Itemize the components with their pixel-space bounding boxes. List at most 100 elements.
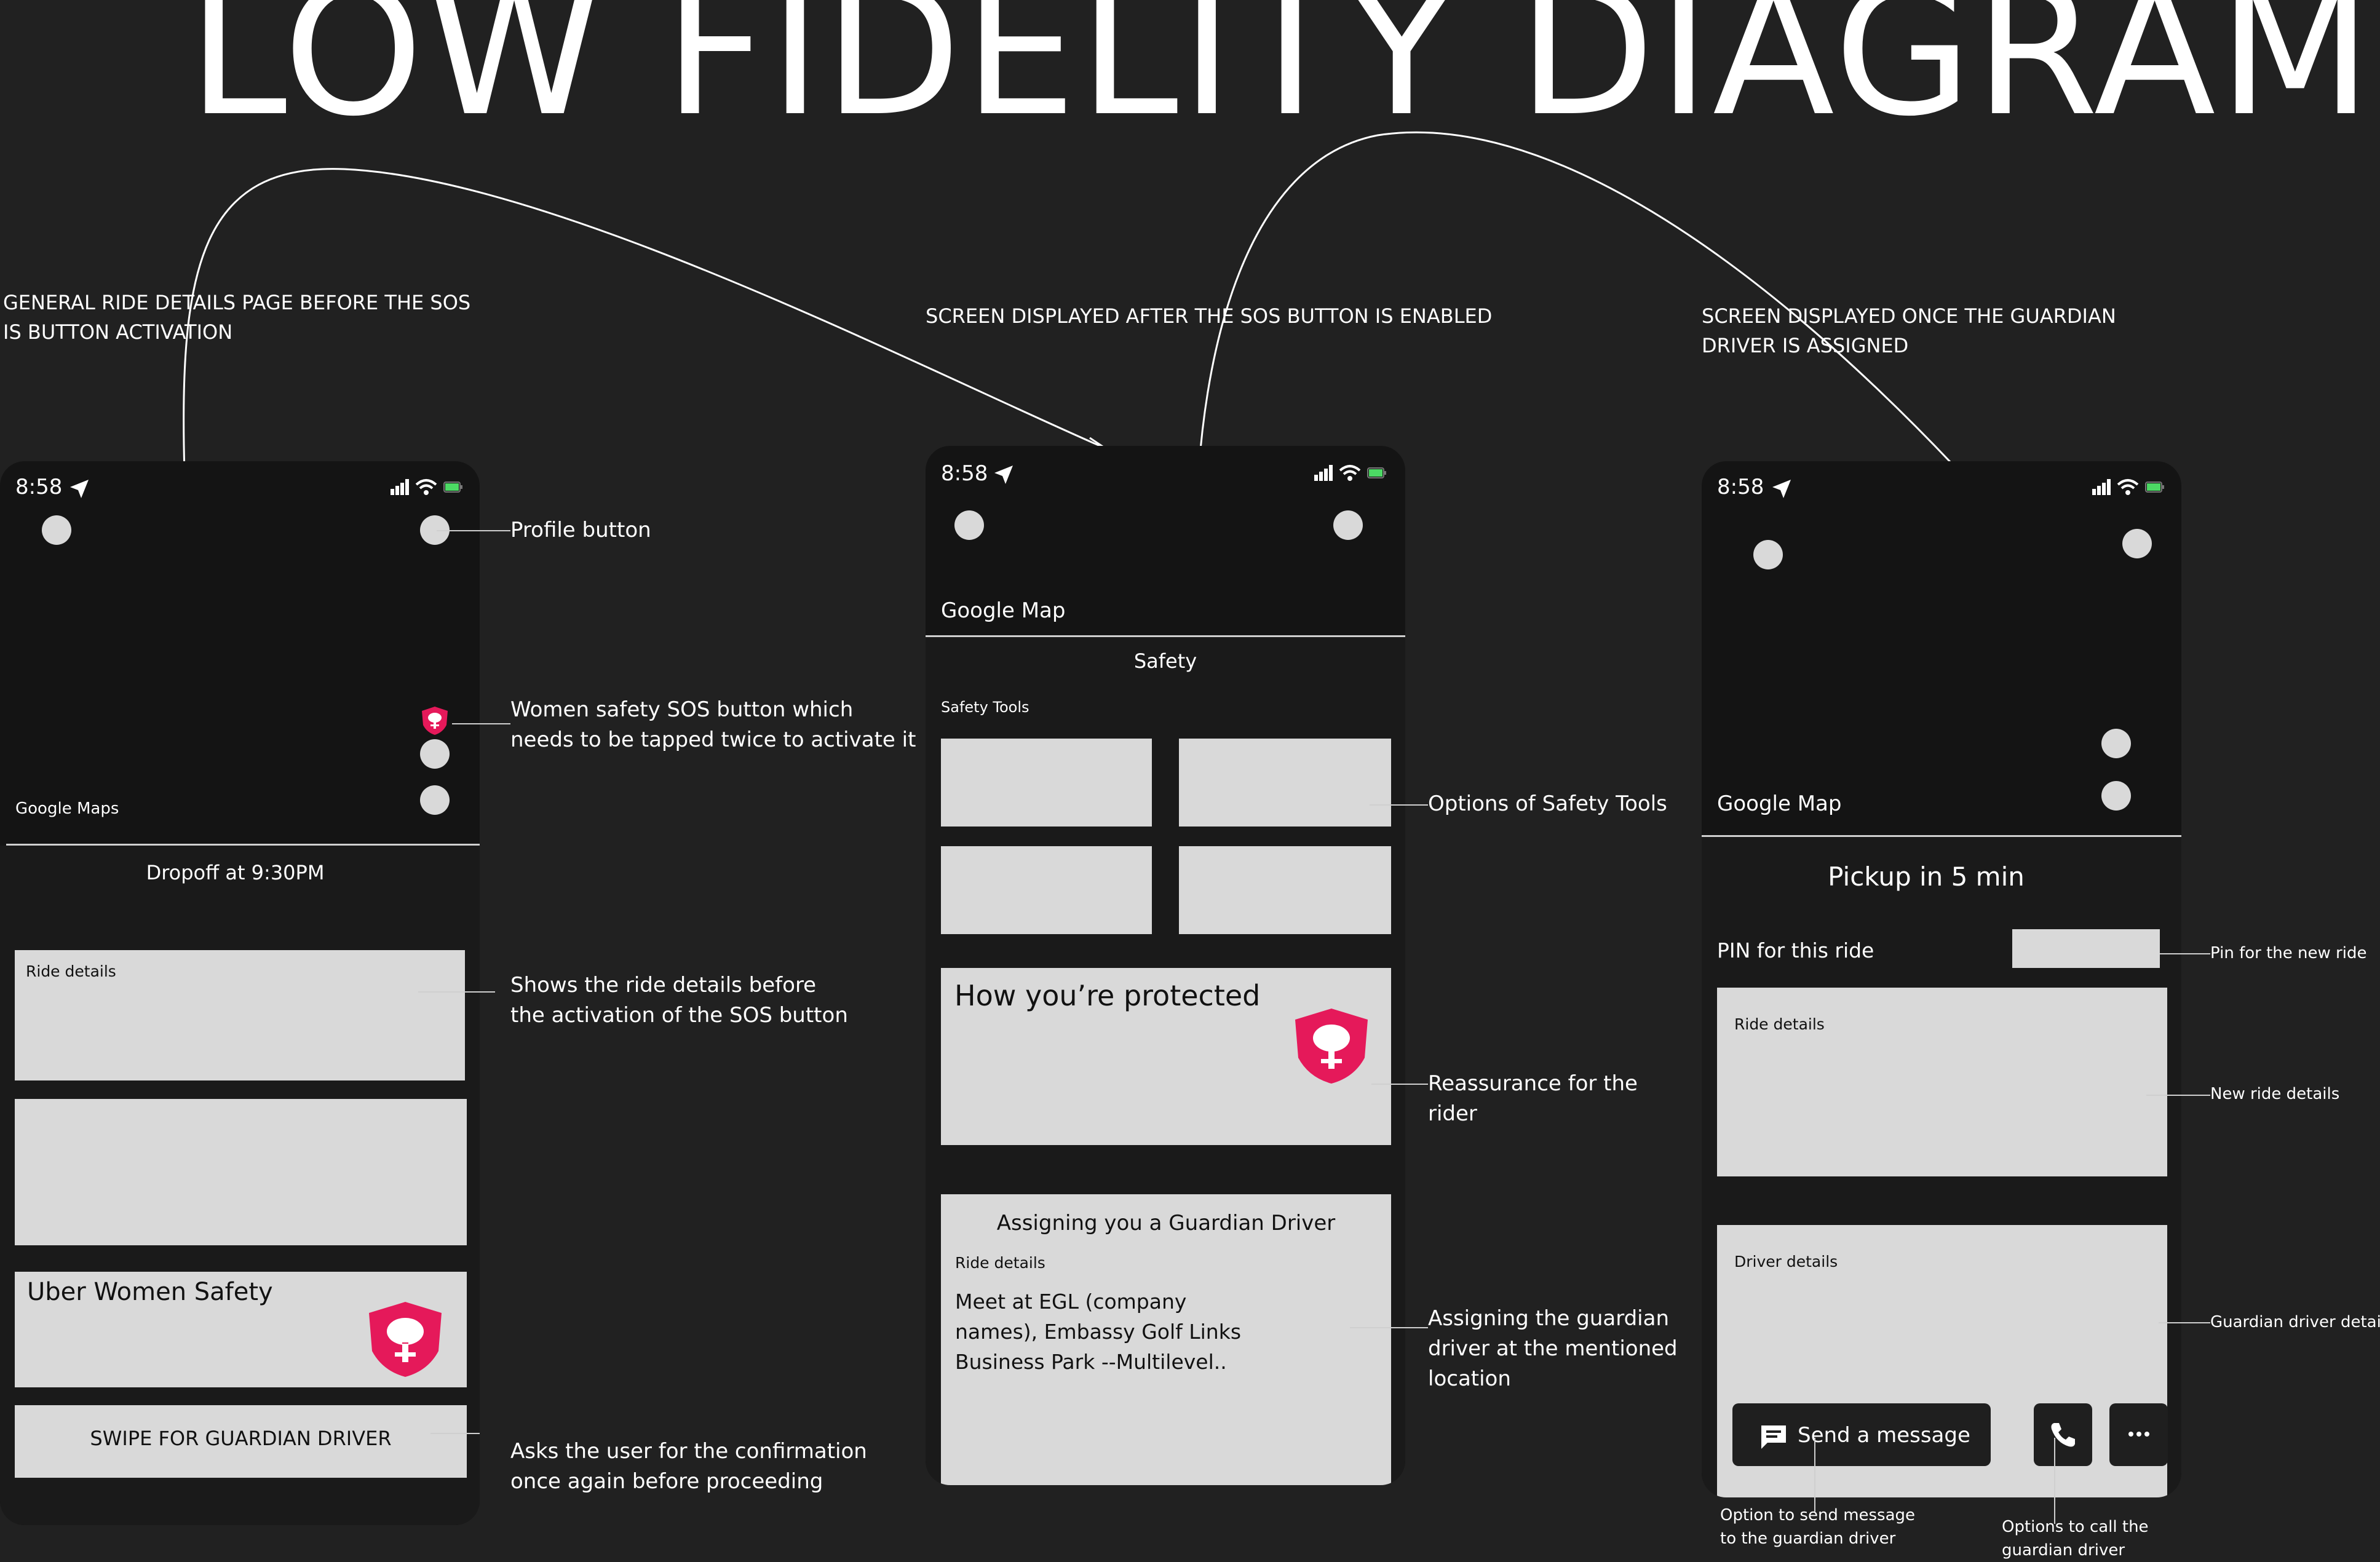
phone-icon xyxy=(2051,1423,2075,1447)
leader-options-tools xyxy=(1370,804,1428,806)
phone-screen-2: 8:58 Google Map Safety Safety Tools How … xyxy=(926,446,1405,1485)
ride-details-card: Ride details xyxy=(15,950,465,1080)
meeting-location: Meet at EGL (company names), Embassy Gol… xyxy=(955,1290,1242,1374)
map-control-button[interactable] xyxy=(2101,729,2131,758)
map-control-button-2[interactable] xyxy=(420,785,450,815)
location-arrow-icon xyxy=(70,480,89,498)
women-safety-title: Uber Women Safety xyxy=(27,1278,273,1306)
annotation-options-tools: Options of Safety Tools xyxy=(1428,791,1667,816)
profile-button[interactable] xyxy=(2122,529,2152,558)
map-control-button[interactable] xyxy=(420,739,450,769)
leader-new-ride xyxy=(2146,1095,2210,1096)
pin-box xyxy=(2012,929,2160,968)
call-button[interactable] xyxy=(2034,1403,2092,1466)
signal-icon xyxy=(391,479,409,495)
message-icon xyxy=(1761,1425,1786,1449)
leader-ride-before xyxy=(418,991,495,993)
leader-send-msg xyxy=(1814,1438,1815,1512)
sos-shield-icon[interactable] xyxy=(419,705,450,736)
leader-confirm xyxy=(430,1433,480,1434)
status-icons xyxy=(391,478,463,496)
safety-tool-1[interactable] xyxy=(941,739,1152,827)
signal-icon xyxy=(1314,465,1333,481)
safety-tool-2[interactable] xyxy=(1179,739,1391,827)
profile-button[interactable] xyxy=(1333,510,1363,540)
bottom-sheet: Dropoff at 9:30PM Ride details Uber Wome… xyxy=(0,846,480,1525)
annotation-call: Options to call the guardian driver xyxy=(2002,1518,2149,1560)
ride-details-label: Ride details xyxy=(1734,1015,1825,1033)
leader-sos xyxy=(452,723,510,724)
assigning-title: Assigning you a Guardian Driver xyxy=(996,1211,1336,1235)
ride-info-card xyxy=(15,1099,467,1245)
phone-screen-1: 8:58 Google Maps Dropoff at 9:30PM Ride … xyxy=(0,461,480,1525)
annotation-ride-before: Shows the ride details before the activa… xyxy=(510,973,848,1028)
more-icon xyxy=(2128,1432,2149,1437)
bottom-sheet: Safety Safety Tools How you’re protected… xyxy=(926,637,1405,1485)
driver-details-card: Driver details Send a message xyxy=(1717,1225,2168,1497)
diagram-title: LOW FIDELITY DIAGRAM xyxy=(188,0,2375,156)
safety-heading: Safety xyxy=(1133,649,1197,673)
swipe-guardian-button[interactable]: SWIPE FOR GUARDIAN DRIVER xyxy=(15,1405,467,1478)
wifi-icon xyxy=(1339,465,1361,481)
phone-screen-3: 8:58 Google Map Pickup in 5 min PIN for … xyxy=(1702,461,2181,1497)
sheet-divider xyxy=(1702,835,2181,837)
wifi-icon xyxy=(415,479,437,495)
sheet-divider xyxy=(926,635,1405,637)
wifi-icon xyxy=(2117,479,2139,495)
menu-button[interactable] xyxy=(1753,540,1783,569)
send-message-label: Send a message xyxy=(1798,1423,1970,1448)
status-icons xyxy=(1314,464,1387,482)
location-arrow-icon xyxy=(994,466,1013,484)
leader-call xyxy=(2054,1438,2055,1524)
dropoff-time: Dropoff at 9:30PM xyxy=(146,861,325,884)
signal-icon xyxy=(2092,479,2111,495)
women-safety-card[interactable]: Uber Women Safety xyxy=(15,1272,467,1387)
leader-assigning xyxy=(1350,1327,1428,1328)
driver-details-label: Driver details xyxy=(1734,1253,1838,1271)
protected-title: How you’re protected xyxy=(954,979,1261,1012)
battery-icon xyxy=(443,482,462,493)
annotation-guardian-details: Guardian driver details xyxy=(2210,1313,2380,1331)
annotation-confirm: Asks the user for the confirmation once … xyxy=(510,1439,867,1494)
leader-pin-new xyxy=(2160,953,2210,954)
caption-screen3: SCREEN DISPLAYED ONCE THE GUARDIAN DRIVE… xyxy=(1702,304,2116,357)
battery-icon xyxy=(2145,482,2164,493)
sheet-divider xyxy=(6,844,480,846)
caption-screen1: GENERAL RIDE DETAILS PAGE BEFORE THE SOS… xyxy=(3,291,471,344)
arrow-1 xyxy=(183,168,1108,473)
arrow-2 xyxy=(1195,131,2037,557)
annotation-new-ride: New ride details xyxy=(2210,1085,2340,1103)
leader-guardian-details xyxy=(2159,1322,2210,1323)
menu-button[interactable] xyxy=(954,510,984,540)
more-options-button[interactable] xyxy=(2109,1403,2168,1466)
guardian-driver-card: Assigning you a Guardian Driver Ride det… xyxy=(941,1194,1391,1485)
status-time: 8:58 xyxy=(15,475,63,499)
leader-reassurance xyxy=(1371,1084,1428,1085)
pin-label: PIN for this ride xyxy=(1717,938,1874,962)
menu-button[interactable] xyxy=(42,515,71,545)
send-message-button[interactable]: Send a message xyxy=(1732,1403,1991,1466)
map-label: Google Map xyxy=(1717,791,1842,816)
map-label: Google Map xyxy=(941,598,1066,623)
protection-card[interactable]: How you’re protected xyxy=(941,968,1391,1145)
annotation-pin-new: Pin for the new ride xyxy=(2210,944,2367,962)
battery-icon xyxy=(1367,467,1386,478)
annotation-profile: Profile button xyxy=(510,518,651,542)
safety-tool-3[interactable] xyxy=(941,846,1152,934)
location-arrow-icon xyxy=(1772,480,1791,498)
swipe-label: SWIPE FOR GUARDIAN DRIVER xyxy=(90,1427,392,1450)
annotation-sos: Women safety SOS button which needs to b… xyxy=(510,697,916,752)
status-time: 8:58 xyxy=(941,461,988,486)
women-shield-icon xyxy=(369,1302,442,1377)
map-control-button-2[interactable] xyxy=(2101,781,2131,811)
status-time: 8:58 xyxy=(1717,475,1764,499)
caption-screen2: SCREEN DISPLAYED AFTER THE SOS BUTTON IS… xyxy=(926,304,1493,328)
status-icons xyxy=(2092,478,2165,496)
annotation-reassurance: Reassurance for the rider xyxy=(1428,1071,1638,1126)
safety-tool-4[interactable] xyxy=(1179,846,1391,934)
ride-details-label: Ride details xyxy=(26,962,116,980)
women-shield-icon xyxy=(1295,1009,1368,1084)
annotation-assigning: Assigning the guardian driver at the men… xyxy=(1428,1306,1678,1391)
pickup-time: Pickup in 5 min xyxy=(1828,862,2025,892)
safety-tools-label: Safety Tools xyxy=(941,699,1029,716)
